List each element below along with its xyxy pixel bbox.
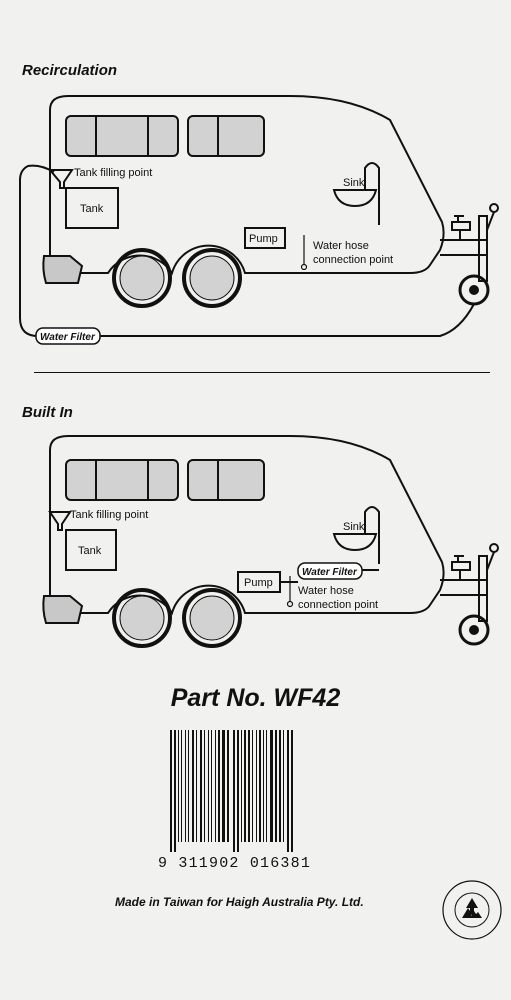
filling-funnel: [48, 511, 72, 531]
barcode-bar: [259, 730, 261, 842]
barcode-bar: [200, 730, 202, 842]
barcode-bar: [218, 730, 220, 842]
window-right: [187, 115, 265, 157]
tank-box: [65, 187, 119, 229]
made-in-text: Made in Taiwan for Haigh Australia Pty. …: [115, 895, 364, 909]
barcode-bar: [279, 730, 281, 842]
barcode-bar: [208, 730, 209, 842]
tank-box: [65, 529, 117, 571]
sink-tap: [364, 162, 380, 225]
section-title-recirculation: Recirculation: [22, 62, 118, 79]
barcode-bar: [266, 730, 267, 842]
label-tank-filling-point: Tank filling point: [74, 167, 152, 179]
filling-funnel: [47, 169, 74, 189]
barcode-bar: [222, 730, 225, 842]
recycle-icon: [442, 880, 502, 940]
label-water-hose-1: Water hose: [298, 585, 354, 597]
barcode-bar: [188, 730, 189, 842]
tap-icon: [451, 215, 471, 240]
barcode-bar: [270, 730, 273, 842]
barcode-bar: [170, 730, 172, 852]
built-in-diagram: Water Filter Tank filling point Tank Sin…: [42, 435, 499, 648]
section-divider: [34, 372, 490, 373]
barcode-bar: [192, 730, 194, 842]
water-filter-box: [35, 327, 101, 345]
barcode-bar: [227, 730, 229, 842]
barcode-bar: [256, 730, 257, 842]
barcode-bar: [174, 730, 176, 852]
barcode-bar: [211, 730, 212, 842]
water-filter-box: [297, 562, 363, 580]
label-tank: Tank: [80, 203, 104, 215]
label-water-filter: Water Filter: [302, 567, 358, 578]
sink-basin: [332, 189, 378, 208]
label-sink: Sink: [343, 521, 365, 533]
label-sink: Sink: [343, 177, 365, 189]
rear-light: [42, 255, 84, 284]
barcode-bar: [252, 730, 253, 842]
label-water-hose-1: Water hose: [313, 240, 369, 252]
pump-box: [244, 227, 286, 249]
barcode-bar: [275, 730, 277, 842]
label-pump: Pump: [249, 233, 278, 245]
rear-light: [42, 595, 84, 624]
section-title-built-in: Built In: [22, 404, 73, 421]
barcode-number: 9 311902 016381: [158, 855, 312, 872]
label-water-hose-2: connection point: [298, 599, 378, 611]
barcode: [170, 730, 293, 852]
sink-tap: [364, 506, 380, 564]
barcode-bar: [237, 730, 239, 852]
label-tank-filling-point: Tank filling point: [70, 509, 148, 521]
barcode-bar: [283, 730, 284, 842]
barcode-bar: [263, 730, 264, 842]
recirculation-pipe: [19, 164, 475, 337]
label-water-filter: Water Filter: [40, 332, 96, 343]
barcode-bar: [204, 730, 205, 842]
label-tank: Tank: [78, 545, 102, 557]
barcode-bar: [291, 730, 293, 852]
barcode-bar: [244, 730, 246, 842]
barcode-bar: [241, 730, 242, 842]
part-number: Part No. WF42: [170, 684, 341, 712]
recirculation-diagram: Water Filter Tank filling point Tank Sin…: [19, 95, 499, 345]
barcode-bar: [287, 730, 289, 852]
barcode-bar: [196, 730, 197, 842]
label-water-hose-2: connection point: [313, 254, 393, 266]
window-left: [65, 115, 179, 157]
barcode-bar: [185, 730, 186, 842]
barcode-bar: [215, 730, 216, 842]
sink-basin: [332, 533, 378, 552]
barcode-bar: [248, 730, 250, 842]
barcode-bar: [178, 730, 179, 842]
barcode-bar: [233, 730, 235, 852]
barcode-bar: [181, 730, 182, 842]
label-pump: Pump: [244, 577, 273, 589]
tap-icon: [451, 555, 471, 580]
window-right: [187, 459, 265, 501]
window-left: [65, 459, 179, 501]
